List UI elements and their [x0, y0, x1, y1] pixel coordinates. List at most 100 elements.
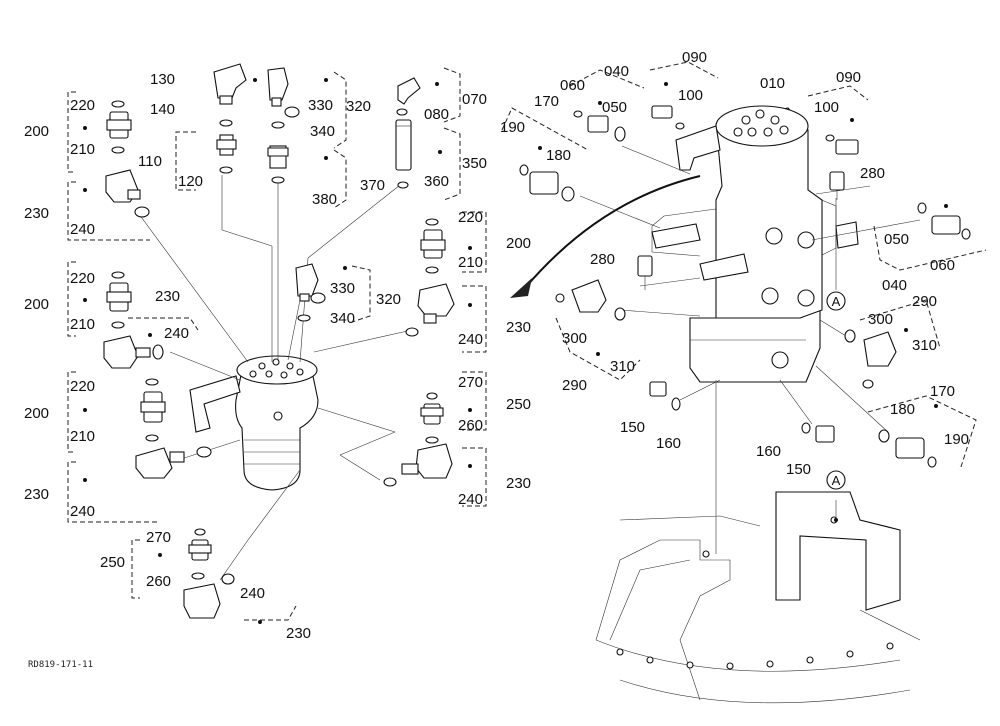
callout-320b: 320 [376, 291, 401, 308]
callout-dots-left [83, 78, 472, 624]
fitting-group-150-right [801, 422, 835, 443]
o-ring-340-top [271, 121, 285, 129]
callout-240f: 240 [240, 585, 265, 602]
callout-160a: 160 [656, 435, 681, 452]
marker-a-lower-label: A [832, 473, 841, 488]
o-ring-380 [271, 176, 285, 184]
callout-220d: 220 [458, 209, 483, 226]
callout-260a: 260 [458, 417, 483, 434]
fitting-group-170-lower [878, 429, 937, 468]
fitting-group-200-top [106, 100, 132, 154]
o-ring-080 [396, 108, 408, 116]
fitting-group-200-low [140, 378, 166, 442]
o-ring-120 [219, 166, 233, 174]
o-ring-360 [397, 181, 409, 189]
callout-210d: 210 [458, 254, 483, 271]
callout-220a: 220 [70, 97, 95, 114]
fitting-group-050-right [917, 202, 971, 240]
reference-marker-a-upper [826, 291, 846, 311]
fitting-130 [213, 63, 247, 105]
callout-230e: 230 [506, 475, 531, 492]
elbow-290-right [844, 329, 897, 389]
callout-300b: 300 [868, 311, 893, 328]
callout-160b: 160 [756, 443, 781, 460]
callout-250b: 250 [100, 554, 125, 571]
elbow-230-right [405, 283, 455, 337]
callout-350: 350 [462, 155, 487, 172]
leader-lines-right [579, 145, 921, 554]
callout-190b: 190 [944, 431, 969, 448]
callout-050b: 050 [884, 231, 909, 248]
fitting-320-right [295, 263, 326, 322]
callout-200a: 200 [24, 123, 49, 140]
callout-010: 010 [760, 75, 785, 92]
callout-150b: 150 [786, 461, 811, 478]
callout-380: 380 [312, 191, 337, 208]
callout-labels: 130 140 110 120 220 200 210 230 240 220 … [24, 49, 969, 642]
callout-110: 110 [138, 153, 162, 170]
callout-150a: 150 [620, 419, 645, 436]
o-ring-330-top [284, 106, 300, 118]
callout-200d: 200 [506, 235, 531, 252]
callout-060b: 060 [930, 257, 955, 274]
callout-210c: 210 [70, 428, 95, 445]
plug-280-right [829, 171, 845, 200]
callout-240a: 240 [70, 221, 95, 238]
callout-240e: 240 [458, 491, 483, 508]
callout-220b: 220 [70, 270, 95, 287]
plug-280-left [637, 255, 653, 290]
callout-230d: 230 [506, 319, 531, 336]
callout-290a: 290 [562, 377, 587, 394]
callout-190a: 190 [500, 119, 525, 136]
adapter-110 [216, 134, 237, 156]
callout-200b: 200 [24, 296, 49, 313]
callout-240c: 240 [70, 503, 95, 520]
callout-170b: 170 [930, 383, 955, 400]
callout-120: 120 [178, 173, 203, 190]
marker-a-upper-label: A [832, 294, 841, 309]
spacer-350 [395, 119, 412, 171]
callout-100a: 100 [678, 87, 703, 104]
elbow-230-low [135, 446, 212, 479]
callout-340a: 340 [310, 123, 335, 140]
callout-060a: 060 [560, 77, 585, 94]
fitting-group-250-bottom [188, 528, 212, 580]
fitting-group-100-upper [651, 105, 685, 130]
direction-arrow [510, 175, 701, 298]
callout-340b: 340 [330, 310, 355, 327]
callout-300a: 300 [562, 330, 587, 347]
fitting-group-200-mid [106, 271, 132, 329]
callout-250a: 250 [506, 396, 531, 413]
callout-310a: 310 [610, 358, 635, 375]
callout-210a: 210 [70, 141, 95, 158]
callout-220c: 220 [70, 378, 95, 395]
dashed-brackets-left [67, 67, 487, 621]
reference-marker-a-lower [826, 470, 846, 490]
fitting-320-top [267, 67, 289, 107]
elbow-230-bottom [183, 573, 235, 619]
callout-270b: 270 [146, 529, 171, 546]
callout-270a: 270 [458, 374, 483, 391]
callout-100b: 100 [814, 99, 839, 116]
callout-330b: 330 [330, 280, 355, 297]
elbow-070 [397, 77, 421, 105]
leader-lines-left [135, 175, 413, 581]
callout-140: 140 [150, 101, 175, 118]
callout-240b: 240 [164, 325, 189, 342]
swivel-joint-body-left [189, 355, 319, 491]
callout-dots-right [538, 82, 948, 522]
callout-200c: 200 [24, 405, 49, 422]
fitting-group-190-upper [519, 164, 575, 202]
callout-180b: 180 [890, 401, 915, 418]
callout-370: 370 [360, 177, 385, 194]
callout-170a: 170 [534, 93, 559, 110]
callout-310b: 310 [912, 337, 937, 354]
fitting-group-150-left [649, 381, 681, 411]
callout-230b: 230 [155, 288, 180, 305]
callout-320a: 320 [346, 98, 371, 115]
fitting-group-200-right [420, 218, 446, 274]
elbow-230-lower-right [383, 443, 453, 487]
callout-260b: 260 [146, 573, 171, 590]
dashed-brackets-right [501, 61, 987, 471]
